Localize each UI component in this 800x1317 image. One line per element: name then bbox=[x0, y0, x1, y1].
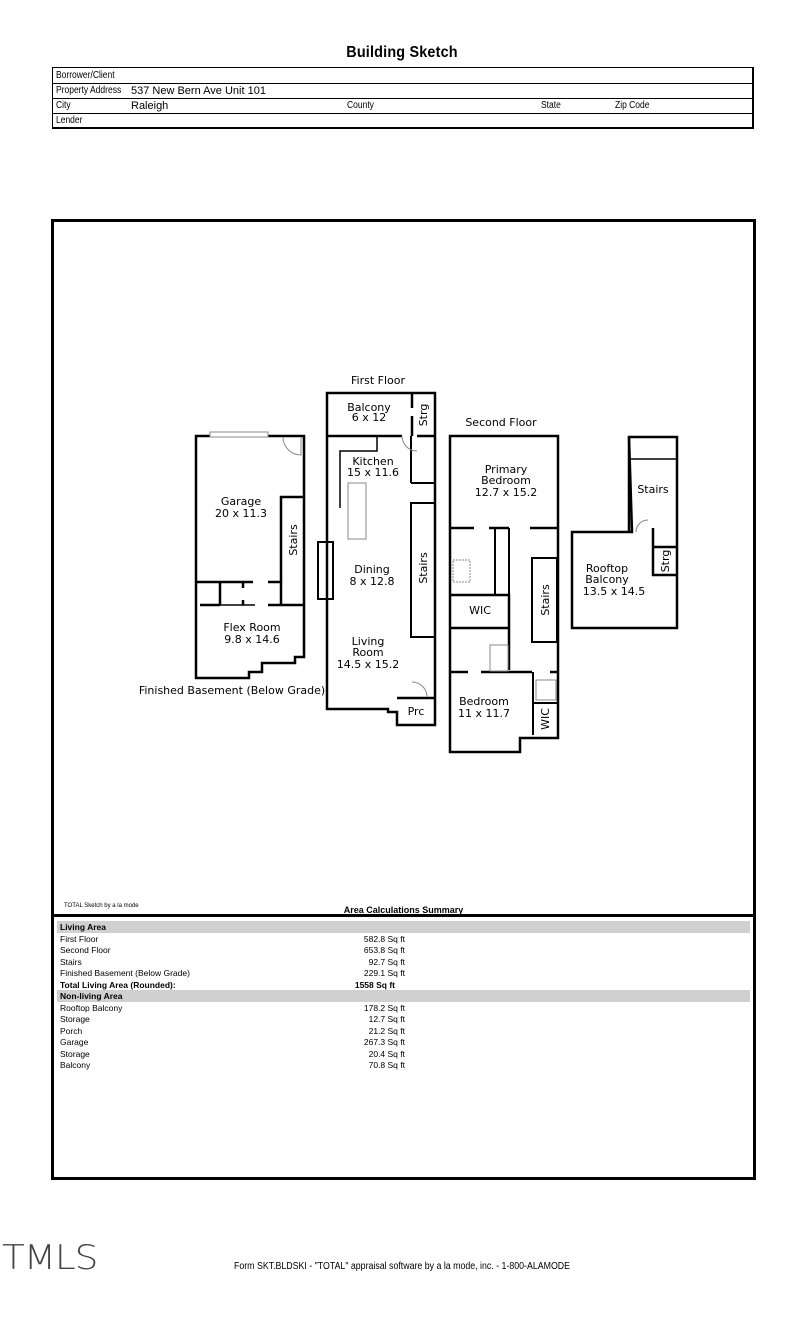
address-label: Property Address bbox=[56, 85, 122, 96]
area-label: Garage bbox=[60, 1037, 89, 1047]
area-value: 21.2 Sq ft bbox=[368, 1025, 405, 1036]
room-primary-name-2: Bedroom bbox=[481, 474, 531, 487]
room-primary-size: 12.7 x 15.2 bbox=[475, 486, 538, 499]
area-value: 12.7 Sq ft bbox=[368, 1014, 405, 1024]
room-flex-size: 9.8 x 14.6 bbox=[224, 633, 280, 646]
rooftop-outline bbox=[570, 435, 679, 630]
room-roof-balcony-name-1: Rooftop bbox=[586, 562, 628, 575]
room-basement-stairs: Stairs bbox=[287, 524, 300, 556]
room-dining-size: 8 x 12.8 bbox=[350, 575, 395, 588]
area-row: Finished Basement (Below Grade) 229.1 Sq … bbox=[57, 967, 750, 979]
room-first-stairs: Stairs bbox=[417, 552, 430, 584]
area-row: First Floor 582.8 Sq ft bbox=[57, 933, 750, 945]
room-strg-2: Strg bbox=[659, 550, 672, 573]
area-label: Balcony bbox=[60, 1060, 91, 1070]
area-label: Storage bbox=[60, 1014, 90, 1024]
zip-label: Zip Code bbox=[615, 100, 650, 111]
area-value: 70.8 Sq ft bbox=[368, 1060, 405, 1070]
lender-label: Lender bbox=[56, 115, 83, 126]
room-kitchen-name: Kitchen bbox=[352, 455, 393, 468]
area-label: Stairs bbox=[60, 956, 82, 967]
area-row: Rooftop Balcony 178.2 Sq ft bbox=[57, 1002, 750, 1014]
borrower-row: Borrower/Client bbox=[53, 68, 752, 84]
room-flex-name: Flex Room bbox=[223, 621, 280, 634]
room-roof-balcony-name-2: Balcony bbox=[585, 573, 629, 586]
room-living-name-2: Room bbox=[352, 646, 383, 659]
room-balcony-size: 6 x 12 bbox=[352, 411, 387, 424]
tmls-logo: TMLS bbox=[2, 1238, 98, 1278]
sketch-frame: TOTAL Sketch by a la mode Area Calculati… bbox=[51, 219, 756, 1180]
room-dining-name: Dining bbox=[354, 563, 390, 576]
area-value: 653.8 Sq ft bbox=[363, 945, 405, 955]
nonliving-area-header: Non-living Area bbox=[57, 990, 750, 1002]
total-row: Total Living Area (Rounded): 1558 Sq ft bbox=[57, 979, 750, 991]
room-primary-name-1: Primary bbox=[485, 463, 528, 476]
area-label: Second Floor bbox=[60, 945, 111, 955]
area-row: Garage 267.3 Sq ft bbox=[57, 1036, 750, 1048]
room-wic-1: WIC bbox=[469, 604, 491, 617]
software-note: TOTAL Sketch by a la mode bbox=[64, 903, 139, 909]
property-info-box: Borrower/Client Property Address 537 New… bbox=[52, 67, 754, 129]
room-garage-name: Garage bbox=[221, 495, 262, 508]
address-value: 537 New Bern Ave Unit 101 bbox=[131, 85, 266, 97]
city-row: City Raleigh County State Zip Code bbox=[53, 98, 752, 114]
area-label: Porch bbox=[60, 1025, 83, 1036]
lender-row: Lender bbox=[53, 113, 752, 128]
section-label: Living Area bbox=[60, 922, 106, 932]
area-label: Storage bbox=[60, 1048, 90, 1059]
room-bedroom-size: 11 x 11.7 bbox=[458, 707, 510, 720]
area-row: Storage 12.7 Sq ft bbox=[57, 1013, 750, 1025]
area-label: Finished Basement (Below Grade) bbox=[60, 968, 190, 978]
area-value: 92.7 Sq ft bbox=[368, 956, 405, 967]
area-value: 267.3 Sq ft bbox=[363, 1037, 405, 1047]
area-value: 20.4 Sq ft bbox=[368, 1048, 405, 1059]
living-area-header: Living Area bbox=[57, 921, 750, 933]
area-label: First Floor bbox=[60, 933, 99, 944]
total-value: 1558 Sq ft bbox=[354, 979, 395, 990]
page-title: Building Sketch bbox=[346, 44, 458, 61]
area-value: 178.2 Sq ft bbox=[363, 1002, 405, 1013]
total-label: Total Living Area (Rounded): bbox=[60, 979, 176, 990]
room-second-stairs: Stairs bbox=[539, 584, 552, 616]
room-roof-balcony-size: 13.5 x 14.5 bbox=[583, 585, 646, 598]
form-footer: Form SKT.BLDSKI - "TOTAL" appraisal soft… bbox=[233, 1261, 571, 1272]
address-row: Property Address 537 New Bern Ave Unit 1… bbox=[53, 83, 752, 99]
area-label: Rooftop Balcony bbox=[60, 1002, 123, 1013]
city-value: Raleigh bbox=[131, 100, 169, 112]
room-strg-1: Strg bbox=[417, 404, 430, 427]
area-row: Porch 21.2 Sq ft bbox=[57, 1025, 750, 1037]
divider bbox=[54, 914, 753, 917]
city-label: City bbox=[56, 100, 71, 111]
area-row: Storage 20.4 Sq ft bbox=[57, 1048, 750, 1060]
summary-title: Area Calculations Summary bbox=[343, 905, 464, 915]
county-label: County bbox=[347, 100, 374, 111]
area-row: Second Floor 653.8 Sq ft bbox=[57, 944, 750, 956]
borrower-label: Borrower/Client bbox=[56, 70, 115, 81]
second-floor-label: Second Floor bbox=[465, 416, 537, 429]
second-floor-outline bbox=[448, 434, 560, 754]
area-value: 229.1 Sq ft bbox=[363, 968, 405, 978]
area-value: 582.8 Sq ft bbox=[363, 933, 405, 944]
section-label: Non-living Area bbox=[60, 991, 123, 1001]
room-garage-size: 20 x 11.3 bbox=[215, 507, 267, 520]
basement-outline bbox=[194, 434, 306, 680]
room-porch: Prc bbox=[408, 705, 425, 718]
room-balcony-name: Balcony bbox=[347, 401, 391, 414]
room-living-size: 14.5 x 15.2 bbox=[337, 658, 400, 671]
room-kitchen-size: 15 x 11.6 bbox=[347, 466, 399, 479]
basement-label: Finished Basement (Below Grade) bbox=[139, 684, 325, 697]
room-living-name-1: Living bbox=[352, 635, 385, 648]
room-bedroom-name: Bedroom bbox=[459, 695, 509, 708]
first-floor-label: First Floor bbox=[351, 374, 405, 387]
room-wic-2: WIC bbox=[539, 708, 552, 730]
area-row: Stairs 92.7 Sq ft bbox=[57, 956, 750, 968]
room-roof-stairs: Stairs bbox=[637, 483, 669, 496]
state-label: State bbox=[541, 100, 561, 111]
area-row: Balcony 70.8 Sq ft bbox=[57, 1059, 750, 1071]
